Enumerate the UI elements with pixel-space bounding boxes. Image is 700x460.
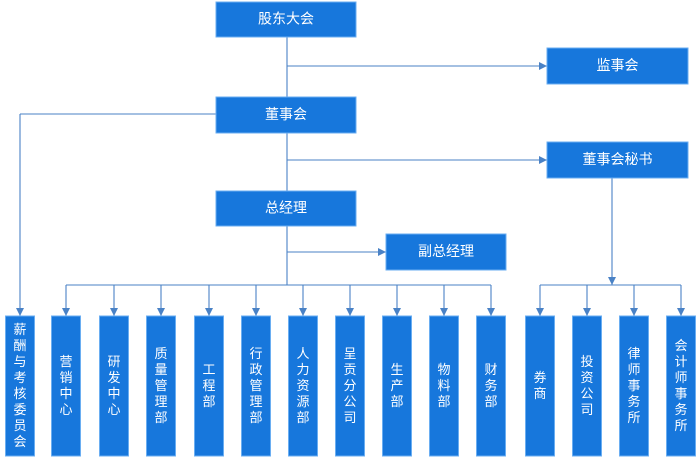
dept-node-9-label: 物料部 <box>437 363 450 410</box>
department-arrowhead <box>346 308 354 316</box>
dept-node-2-label: 研发中心 <box>107 355 120 418</box>
secretary-unit-node-1: 投资公司 <box>572 315 602 457</box>
node-deputy-gm-label: 副总经理 <box>418 244 474 260</box>
secretary-unit-nodes: 券商 投资公司 律师事务所 会计师事务所 <box>525 315 696 457</box>
secretary-arrowhead <box>539 156 547 164</box>
connectors <box>16 37 685 316</box>
committee-arrowhead <box>16 308 24 316</box>
department-arrowhead <box>299 308 307 316</box>
department-nodes: 薪酬与考核委员会 营销中心 研发中心 质量管理部 工程部 行政管理部 人力资源部 呈贡分公司 生… <box>5 315 506 457</box>
secretary-unit-node-2-label: 律师事务所 <box>627 347 640 426</box>
secretary-unit-arrowhead <box>536 308 544 316</box>
department-arrowhead <box>252 308 260 316</box>
secretary-unit-arrowhead <box>583 308 591 316</box>
dept-node-5: 行政管理部 <box>241 315 271 457</box>
secretary-unit-node-0: 券商 <box>525 315 555 457</box>
secretary-unit-node-1-label: 投资公司 <box>580 354 593 418</box>
dept-node-10-label: 财务部 <box>484 363 497 410</box>
dept-node-3-label: 质量管理部 <box>154 347 167 426</box>
dept-node-1-label: 营销中心 <box>59 355 72 418</box>
org-nodes: 股东大会 监事会 董事会 董事会秘书 总经理 副总经理 <box>215 1 689 271</box>
dept-node-6: 人力资源部 <box>288 315 318 457</box>
deputy-arrowhead <box>378 248 386 256</box>
node-shareholders-label: 股东大会 <box>258 12 314 28</box>
dept-node-4: 工程部 <box>194 315 224 457</box>
dept-node-7-label: 呈贡分公司 <box>343 347 356 426</box>
node-supervisors: 监事会 <box>546 47 689 85</box>
dept-node-compensation-committee: 薪酬与考核委员会 <box>5 315 35 457</box>
dept-node-8: 生产部 <box>382 315 412 457</box>
node-general-manager: 总经理 <box>215 190 357 227</box>
department-arrowhead <box>62 308 70 316</box>
department-arrowhead <box>487 308 495 316</box>
secretary-unit-node-2: 律师事务所 <box>619 315 649 457</box>
dept-node-6-label: 人力资源部 <box>296 347 309 426</box>
secretary-unit-arrowhead <box>677 308 685 316</box>
dept-node-4-label: 工程部 <box>202 363 215 410</box>
dept-node-3: 质量管理部 <box>146 315 176 457</box>
secretary-unit-node-3-label: 会计师事务所 <box>674 339 687 434</box>
department-arrowhead <box>440 308 448 316</box>
supervisors-arrowhead <box>539 62 547 70</box>
node-shareholders: 股东大会 <box>215 1 357 38</box>
secretary-spine-arrowhead <box>608 277 616 285</box>
secretary-unit-arrowhead <box>630 308 638 316</box>
node-deputy-gm: 副总经理 <box>385 233 507 271</box>
dept-node-compensation-committee-label: 薪酬与考核委员会 <box>13 323 26 450</box>
node-board-secretary-label: 董事会秘书 <box>583 152 653 168</box>
dept-node-7: 呈贡分公司 <box>335 315 365 457</box>
secretary-unit-node-0-label: 券商 <box>533 370 546 402</box>
node-supervisors-label: 监事会 <box>597 58 639 74</box>
node-board: 董事会 <box>215 96 357 134</box>
department-arrowhead <box>205 308 213 316</box>
dept-node-10: 财务部 <box>476 315 506 457</box>
dept-node-5-label: 行政管理部 <box>249 347 262 426</box>
node-board-secretary: 董事会秘书 <box>546 141 689 179</box>
node-general-manager-label: 总经理 <box>265 201 307 217</box>
department-arrowhead <box>110 308 118 316</box>
department-arrowhead <box>157 308 165 316</box>
department-arrowhead <box>393 308 401 316</box>
dept-node-8-label: 生产部 <box>390 363 403 410</box>
dept-node-9: 物料部 <box>429 315 459 457</box>
secretary-unit-node-3: 会计师事务所 <box>666 315 696 457</box>
dept-node-1: 营销中心 <box>51 315 81 457</box>
dept-node-2: 研发中心 <box>99 315 129 457</box>
node-board-label: 董事会 <box>265 107 307 123</box>
